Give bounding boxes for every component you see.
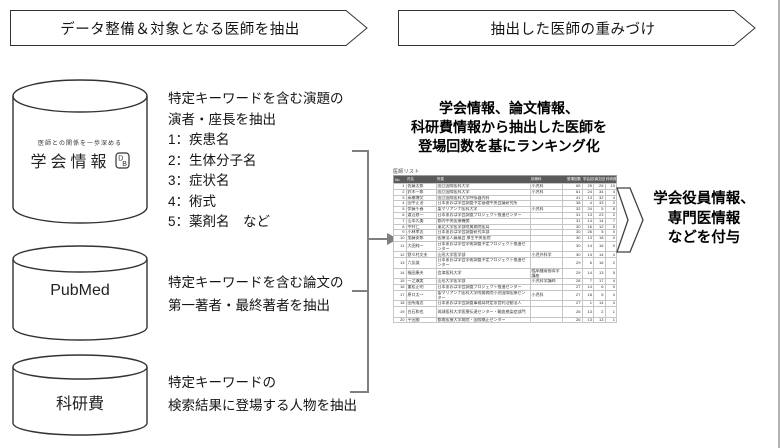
ranking-table-column-header: 所属 [436,175,530,184]
note-kakenhi-extraction: 特定キーワードの 検索結果に登場する人物を抽出 [168,375,357,413]
right-edge-border [778,0,780,448]
ranking-table-header-row: No氏名所属診療科登場回数学会回数論文回数科研費 [393,175,617,184]
ranking-table-caption: 医師リスト [393,169,420,175]
database-cylinder-icon [12,245,148,341]
db-cylinder-kakenhi: 科研費 [10,352,150,438]
phase-banner-right: 抽出した医師の重みづけ [398,10,756,46]
ranking-table: No氏名所属診療科登場回数学会回数論文回数科研費 1佐藤太郎国立国際医科大学小児… [393,175,617,324]
ranking-table-column-header: 学会回数 [582,175,594,184]
ranking-table-column-header: 診療科 [530,175,562,184]
annotation-enrichment: 学会役員情報、 専門医情報 などを付与 [653,191,755,246]
database-cylinder-icon [12,354,148,436]
connector-arrowhead-icon [387,233,398,245]
gakkai-logo-tagline: 医師との関係を一歩深める [38,141,122,147]
connector-stub-middle [352,290,369,292]
ranking-table-column-header: No [393,175,406,184]
phase-banner-left: データ整備＆対象となる医師を抽出 [10,10,368,46]
block-arrow-icon [616,187,644,253]
connector-vertical-stem [367,150,369,393]
ranking-table-screenshot: 医師リスト No氏名所属診療科登場回数学会回数論文回数科研費 1佐藤太郎国立国際… [393,169,617,324]
ranking-table-column-header: 登場回数 [562,175,582,184]
ranking-title: 学会情報、論文情報、 科研費情報から抽出した医師を 登場回数を基にランキング化 [411,100,607,154]
db-cylinder-gakkai: 医師との関係を一歩深める 学会情報 D B [10,77,150,225]
db-cylinder-pubmed: PubMed [10,243,150,343]
connector-stub-bottom [350,391,369,393]
phase-banner-left-label: データ整備＆対象となる医師を抽出 [60,21,300,38]
connector-arrow-shaft [369,238,388,240]
ranking-table-column-header: 論文回数 [593,175,605,184]
svg-text:D: D [118,155,123,162]
chevron-banner-shape [10,10,368,46]
kakenhi-label: 科研費 [55,396,104,413]
ranking-table-column-header: 氏名 [406,175,436,184]
gakkai-logo-label: 学会情報 [30,154,111,171]
ranking-table-column-header: 科研費 [605,175,617,184]
connector-stub-top [352,150,369,152]
db-monogram-icon: D B [114,151,130,169]
note-pubmed-extraction: 特定キーワードを含む論文の 第一著者・最終著者を抽出 [168,275,344,313]
block-arrow-right [616,187,644,253]
svg-text:B: B [122,161,127,168]
chevron-banner-shape [398,10,756,46]
note-conference-extraction: 特定キーワードを含む演題の 演者・座長を抽出 1：疾患名 2：生体分子名 3：症… [168,91,344,229]
pubmed-label: PubMed [50,282,110,299]
phase-banner-right-label: 抽出した医師の重みづけ [490,21,656,38]
database-cylinder-icon [12,79,148,224]
